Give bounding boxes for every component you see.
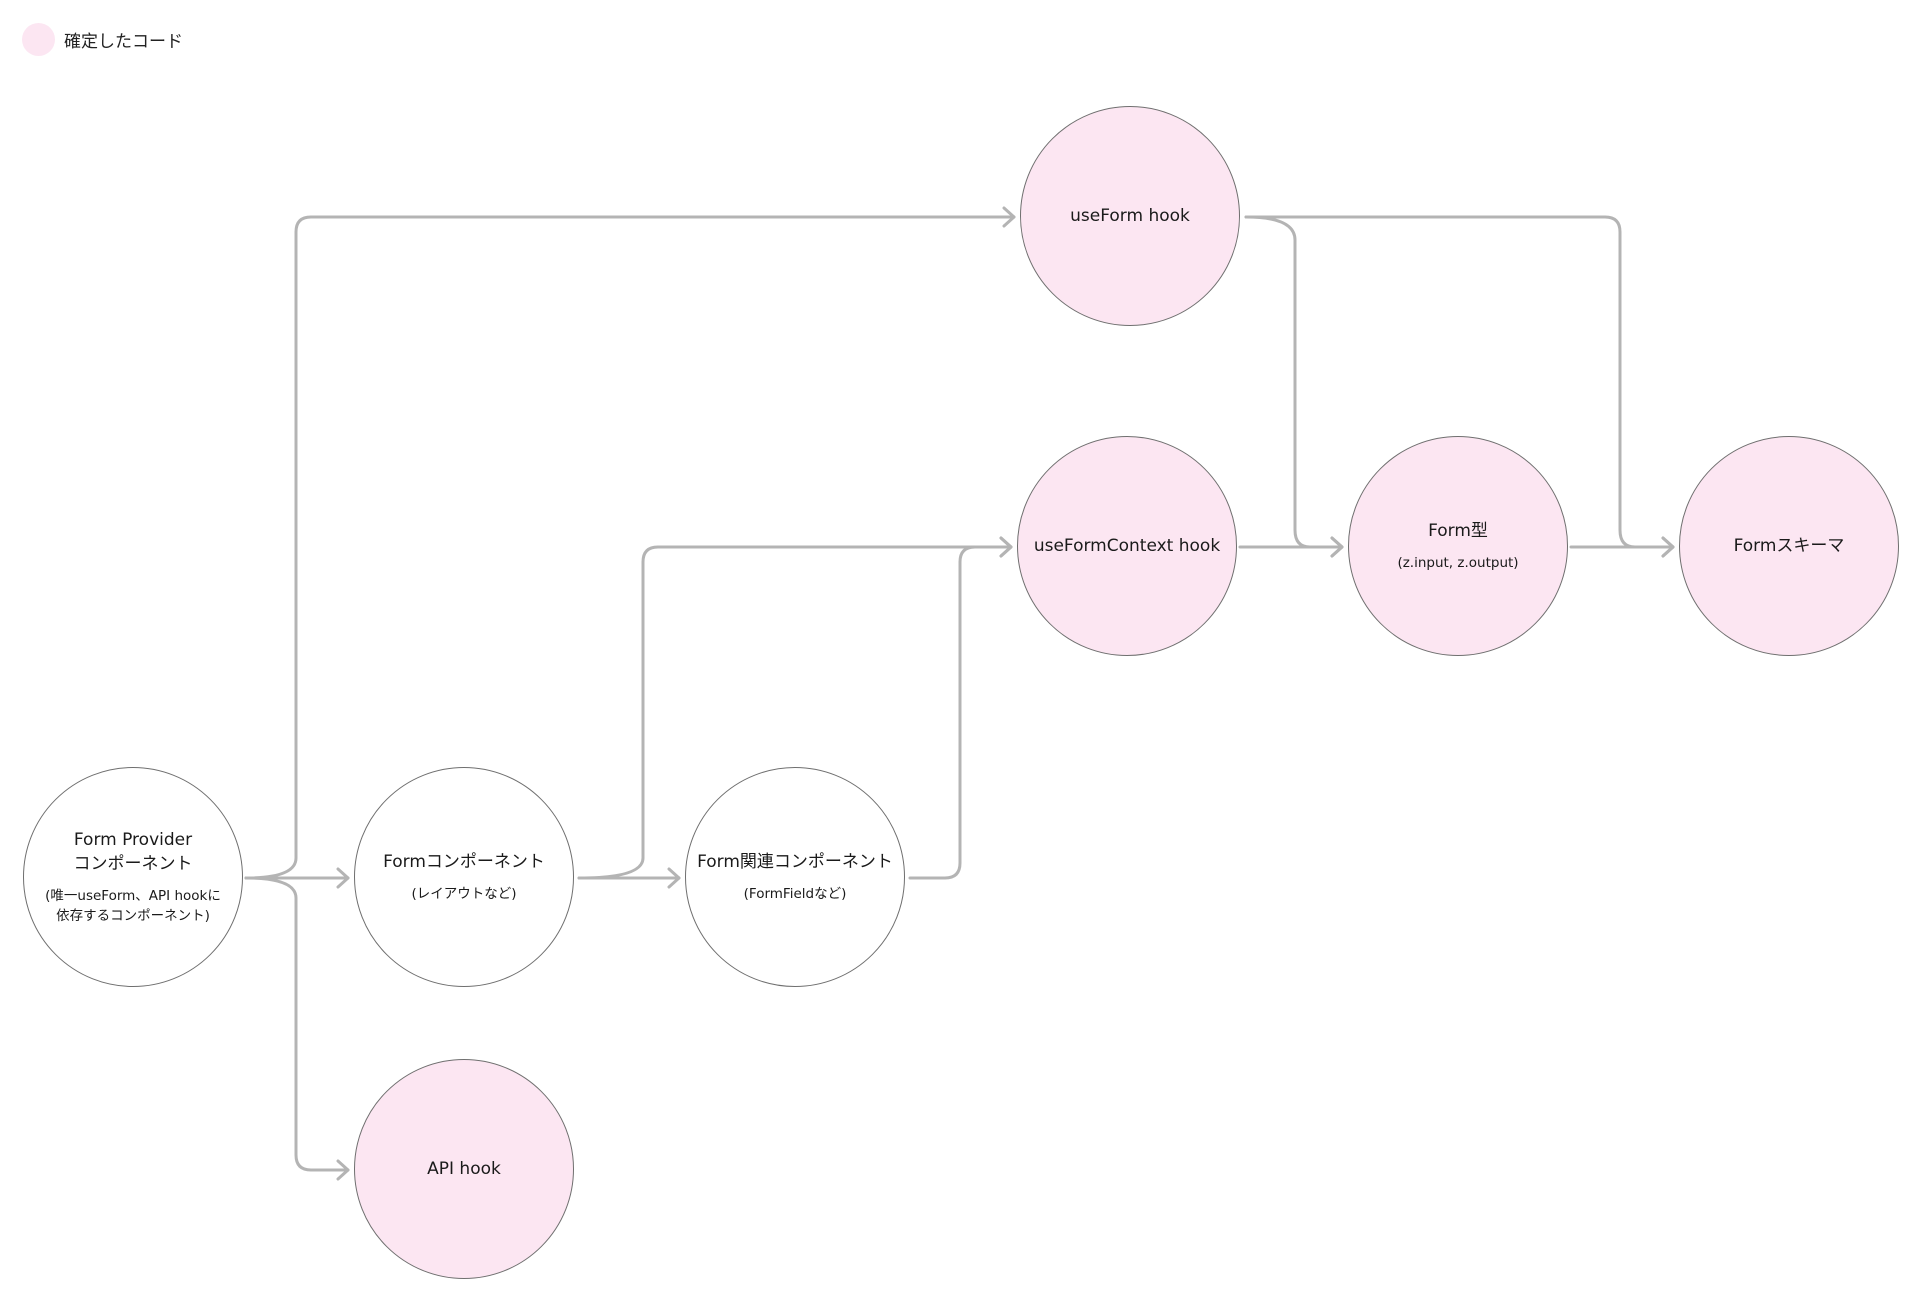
arrowhead	[999, 536, 1013, 558]
edge-form-provider-to-api-hook	[244, 876, 350, 1181]
edge-line	[1244, 215, 1344, 549]
node-form-type: Form型 (z.input, z.output)	[1348, 436, 1568, 656]
node-title: useFormContext hook	[1033, 536, 1221, 556]
node-use-form-context-hook: useFormContext hook	[1017, 436, 1237, 656]
node-title: Form型	[1428, 521, 1488, 541]
node-subtitle: (唯一useForm、API hookに 依存するコンポーネント)	[45, 888, 221, 924]
node-title: Form関連コンポーネント	[697, 852, 893, 872]
arrowhead	[1330, 536, 1344, 558]
node-form-component: Formコンポーネント (レイアウトなど)	[354, 767, 574, 987]
edge-form-type-to-form-schema	[1569, 536, 1675, 558]
node-title: useForm hook	[1070, 206, 1190, 226]
arrowhead	[336, 867, 350, 889]
arrowhead	[667, 867, 681, 889]
node-subtitle: (FormFieldなど)	[743, 886, 847, 902]
edge-line	[908, 545, 1013, 880]
node-form-schema: Formスキーマ	[1679, 436, 1899, 656]
edge-line	[244, 876, 350, 1172]
edge-use-form-context-to-form-type	[1238, 536, 1344, 558]
node-form-related-component: Form関連コンポーネント (FormFieldなど)	[685, 767, 905, 987]
edge-form-related-to-use-form-context	[908, 536, 1013, 880]
node-form-provider: Form Provider コンポーネント (唯一useForm、API hoo…	[23, 767, 243, 987]
edge-form-provider-to-use-form	[244, 206, 1016, 880]
arrowhead	[1002, 206, 1016, 228]
edge-form-component-to-form-related	[577, 867, 681, 889]
edge-line	[577, 545, 1013, 880]
node-title: API hook	[427, 1159, 501, 1179]
node-subtitle: (レイアウトなど)	[411, 886, 517, 902]
arrowhead	[336, 1159, 350, 1181]
node-subtitle: (z.input, z.output)	[1397, 555, 1519, 571]
node-title: Formスキーマ	[1733, 536, 1845, 556]
node-api-hook: API hook	[354, 1059, 574, 1279]
legend: 確定したコード	[22, 22, 183, 56]
node-title: Formコンポーネント	[383, 852, 545, 872]
legend-label: 確定したコード	[64, 31, 183, 52]
arrowhead	[1661, 536, 1675, 558]
legend-swatch	[22, 22, 55, 56]
edge-use-form-to-form-type	[1244, 215, 1344, 558]
node-use-form-hook: useForm hook	[1020, 106, 1240, 326]
node-title: Form Provider コンポーネント	[73, 830, 193, 874]
edge-line	[244, 215, 1016, 880]
